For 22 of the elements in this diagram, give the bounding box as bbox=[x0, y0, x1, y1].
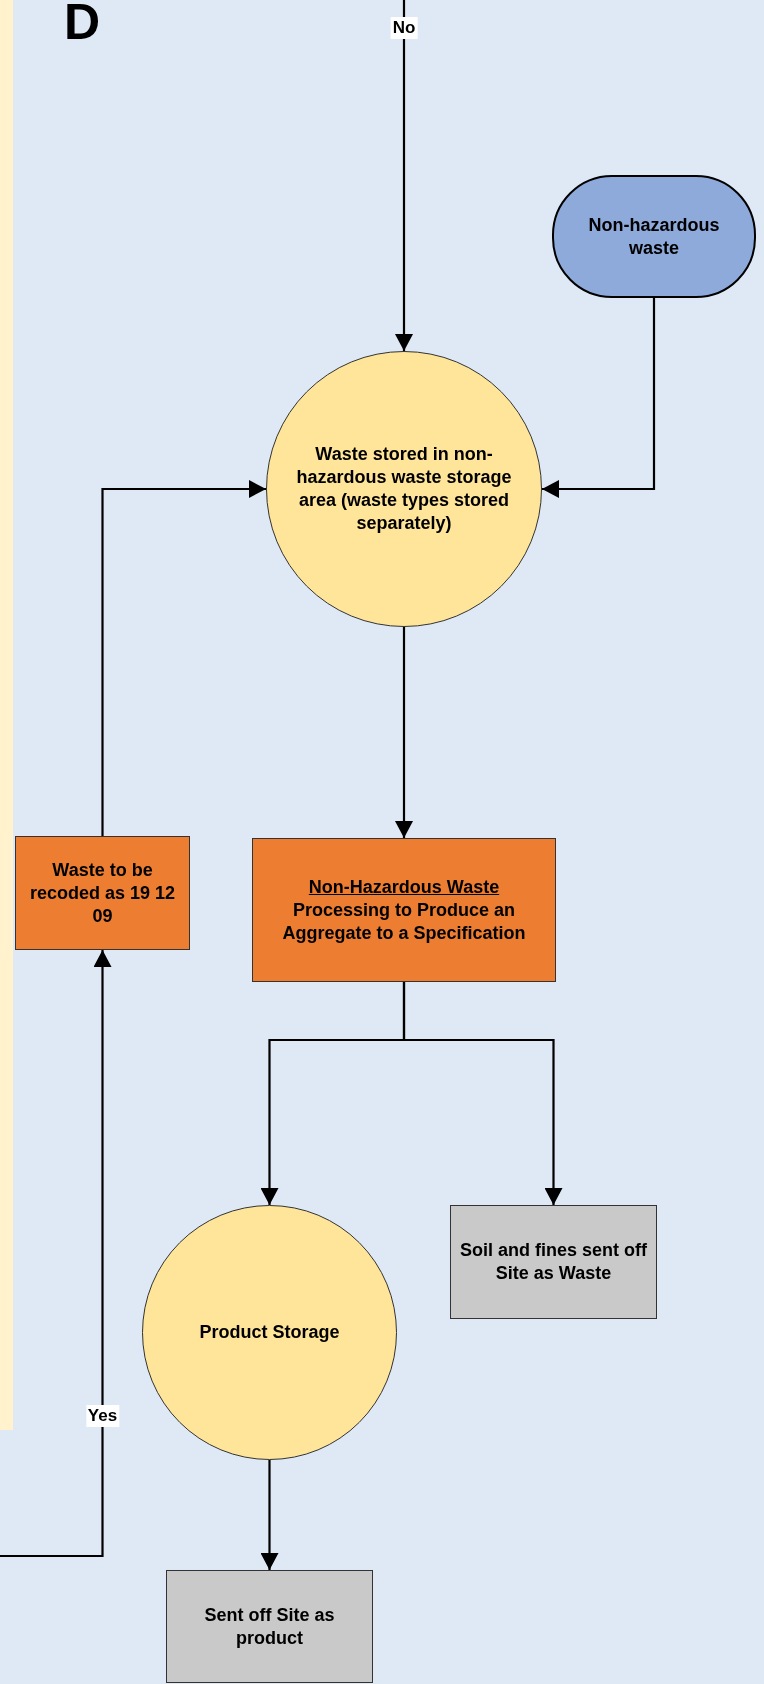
node-text: Soil and fines sent off Site as Waste bbox=[459, 1239, 648, 1285]
node-text: Processing to Produce an Aggregate to a Specification bbox=[281, 898, 527, 945]
panel-letter: D bbox=[64, 0, 101, 52]
process-box bbox=[15, 836, 190, 950]
arrow bbox=[395, 627, 413, 838]
arrow bbox=[395, 0, 413, 351]
node-text: Non-hazardous waste bbox=[587, 213, 721, 260]
arrow bbox=[101, 480, 266, 836]
output-box bbox=[166, 1570, 373, 1683]
node-text: Waste to be recoded as 19 12 09 bbox=[28, 858, 177, 928]
process-box bbox=[252, 838, 556, 982]
node-text: Product Storage bbox=[199, 1321, 340, 1344]
arrow bbox=[542, 298, 656, 498]
arrow bbox=[0, 950, 112, 1558]
output-box bbox=[450, 1205, 657, 1319]
arrow bbox=[402, 982, 563, 1205]
node-text: Sent off Site as product bbox=[203, 1603, 336, 1650]
edge-label: Yes bbox=[85, 1405, 120, 1427]
edge-label: No bbox=[390, 17, 418, 39]
box-heading: Non-Hazardous Waste bbox=[308, 875, 500, 899]
node-text: Waste stored in non-hazardous waste storage area (waste types stored separately) bbox=[295, 443, 513, 535]
arrow bbox=[260, 1460, 279, 1570]
